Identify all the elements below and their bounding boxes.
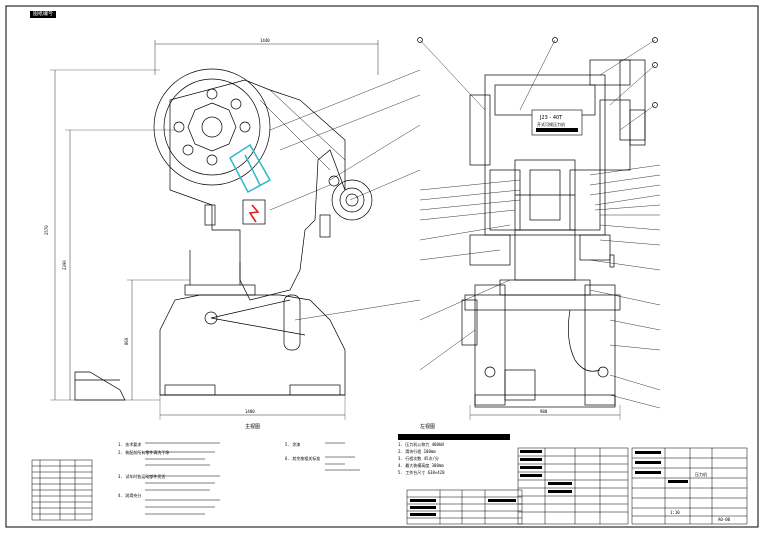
svg-text:3. 试车时各运动部件灵活: 3. 试车时各运动部件灵活: [118, 473, 165, 479]
title-drawing-name: 压力机: [695, 471, 707, 477]
dim-inner-height: 2390: [62, 260, 67, 270]
svg-text:3. 行程次数 45次/分: 3. 行程次数 45次/分: [398, 455, 439, 461]
front-view-label: 主视图: [245, 423, 260, 430]
notes-mid: 5. 涂漆 6. 其余按相关标准: [285, 441, 320, 461]
notes-right: 1. 压力机公称力 400kN 2. 滑块行程 100mm 3. 行程次数 45…: [398, 434, 510, 475]
nameplate-name: 开式可倾压力机: [537, 121, 565, 127]
title-code: A0-00: [718, 517, 731, 522]
nameplate-model: J23 - 40T: [539, 115, 563, 121]
front-view: [50, 40, 421, 420]
nameplate: [531, 109, 583, 136]
dim-side-width: 980: [540, 409, 548, 414]
title-badge: 图纸编号: [30, 11, 56, 18]
svg-text:6. 其余按相关标准: 6. 其余按相关标准: [285, 455, 320, 461]
crank-assembly: [229, 143, 272, 225]
parts-list-small: [31, 459, 93, 521]
side-view-label: 左视图: [420, 423, 435, 430]
dim-top-width: 1440: [260, 38, 270, 43]
svg-text:4. 润滑充分: 4. 润滑充分: [118, 492, 141, 498]
notes-text-lines: [145, 442, 360, 515]
dim-base-width: 1480: [245, 409, 255, 414]
svg-text:5. 工作台尺寸 630×420: 5. 工作台尺寸 630×420: [398, 469, 445, 475]
side-view: [417, 37, 661, 420]
drawing-frame: [5, 5, 759, 528]
svg-text:1. 压力机公称力 400kN: 1. 压力机公称力 400kN: [398, 441, 444, 447]
svg-text:5. 涂漆: 5. 涂漆: [285, 441, 300, 447]
svg-text:4. 最大装模高度 300mm: 4. 最大装模高度 300mm: [398, 462, 444, 468]
svg-text:2. 滑块行程 100mm: 2. 滑块行程 100mm: [398, 448, 436, 454]
title-scale: 1:10: [670, 510, 680, 515]
title-block-fills: [410, 450, 688, 516]
dim-lower-height: 860: [124, 337, 129, 345]
title-block: [406, 447, 748, 525]
notes-left: 1. 技术要求 2. 装配前所有零件清洗干净 3. 试车时各运动部件灵活 4. …: [118, 441, 169, 498]
dim-left-height: 2570: [44, 225, 49, 235]
svg-text:2. 装配前所有零件清洗干净: 2. 装配前所有零件清洗干净: [118, 449, 169, 455]
svg-text:1. 技术要求: 1. 技术要求: [118, 441, 141, 447]
